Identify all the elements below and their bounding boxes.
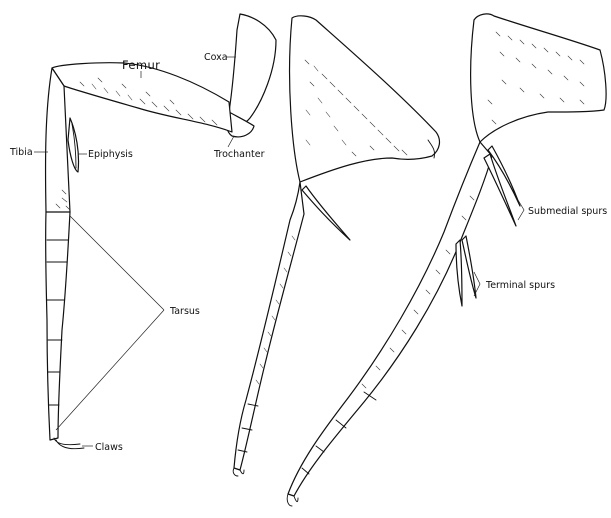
leg-3-tibia — [288, 142, 492, 496]
label-submedial-spurs: Submedial spurs — [528, 206, 607, 217]
label-coxa: Coxa — [204, 52, 228, 63]
leg-2-femur — [290, 16, 440, 182]
leg-1: Femur Coxa Tibia Epiphysis Trochanter Ta… — [9, 14, 276, 453]
leg-1-claws — [54, 438, 84, 449]
label-femur: Femur — [122, 58, 160, 72]
label-tibia: Tibia — [9, 147, 33, 158]
leg-3-femur — [471, 14, 606, 142]
label-claws: Claws — [95, 442, 123, 453]
label-terminal-spurs: Terminal spurs — [485, 280, 555, 291]
leg-2-tibia — [234, 182, 304, 470]
leg-2-spur — [302, 186, 350, 240]
label-epiphysis: Epiphysis — [88, 149, 133, 160]
leg-1-epiphysis — [68, 118, 79, 172]
leg-3-terminal-spur-2 — [462, 236, 476, 298]
leg-1-tarsus — [46, 212, 70, 440]
label-trochanter: Trochanter — [213, 149, 265, 160]
leg-1-coxa — [229, 14, 276, 124]
leg-1-tibia — [46, 68, 70, 215]
label-tarsus: Tarsus — [169, 306, 200, 317]
leg-3-terminal-spur-1 — [456, 240, 462, 306]
